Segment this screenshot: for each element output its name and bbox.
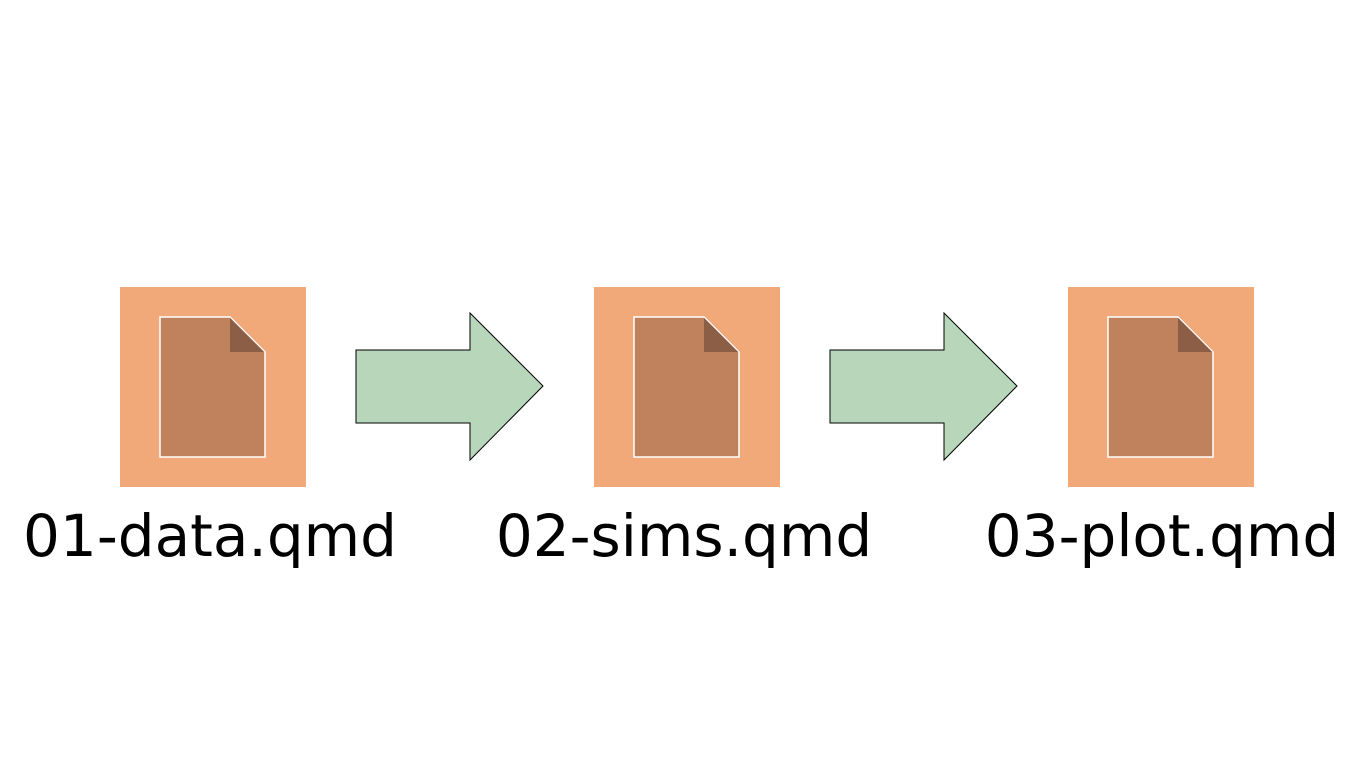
right-arrow-icon [355, 312, 545, 462]
document-icon [1068, 287, 1254, 487]
right-arrow-icon [829, 312, 1019, 462]
document-icon [594, 287, 780, 487]
file-tile-03-plot [1068, 287, 1254, 487]
file-tile-01-data [120, 287, 306, 487]
file-label-03-plot: 03-plot.qmd [984, 502, 1340, 570]
file-label-01-data: 01-data.qmd [23, 502, 397, 570]
file-label-02-sims: 02-sims.qmd [495, 502, 873, 570]
document-icon [120, 287, 306, 487]
file-tile-02-sims [594, 287, 780, 487]
